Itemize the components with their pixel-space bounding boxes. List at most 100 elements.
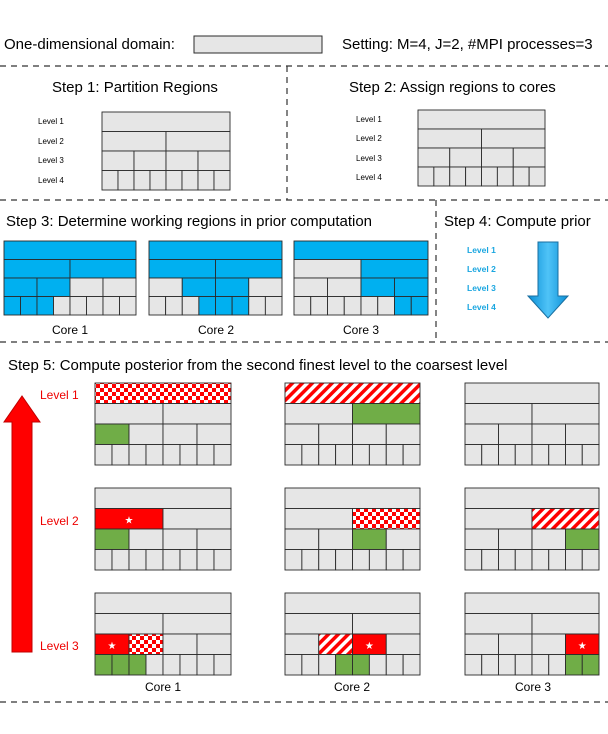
region-cell [3,277,38,297]
region-cell [464,613,533,635]
star-icon: ★ [125,515,134,526]
step3-core-3-label: Core 3 [343,323,379,337]
region-cell [512,166,530,187]
domain-label: One-dimensional domain: [4,36,175,53]
region-cell [465,166,482,187]
region-cell [352,508,421,530]
region-cell [531,423,566,445]
region-cell [148,240,283,260]
region-cell [581,444,600,466]
region-grids: ★ ★ ★ ★ [3,109,600,676]
region-cell [498,633,533,655]
region-cell [464,549,483,571]
region-cell [464,508,533,530]
star-icon: ★ [108,641,117,652]
region-cell [94,613,164,635]
up-arrow-icon [3,395,41,653]
region-cell [145,549,164,571]
region-cell [301,654,320,676]
region-cell [284,592,421,614]
region-cell [385,549,404,571]
region-cell [352,654,370,676]
region-cell [385,423,421,445]
region-cell [498,423,533,445]
region-cell [162,423,198,445]
region-cell [94,403,164,425]
region-cell [196,633,232,655]
region-cell [352,549,370,571]
region-cell [213,654,232,676]
region-cell [343,296,362,316]
region-cell [181,277,216,297]
step5-level-3-core-3-grid: ★ [464,592,600,676]
region-cell [94,528,130,550]
region-cell [498,654,516,676]
region-cell [318,633,353,655]
step2-title: Step 2: Assign regions to cores [349,79,556,96]
region-cell [385,654,404,676]
region-cell [133,150,167,171]
region-cell [284,444,303,466]
region-cell [196,528,232,550]
region-cell [327,277,362,297]
setting-text: Setting: M=4, J=2, #MPI processes=3 [342,36,593,53]
region-cell [531,549,550,571]
region-cell [3,296,21,316]
region-cell [548,444,566,466]
region-cell [162,508,232,530]
region-cell [284,528,320,550]
step4-level-4-label: Level 4 [467,302,496,312]
region-cell [69,259,137,279]
region-cell [284,508,353,530]
region-cell [293,259,362,279]
region-cell [293,240,429,260]
region-cell [86,296,104,316]
region-cell [284,487,421,509]
region-cell [318,423,353,445]
region-cell [385,444,404,466]
step1-level-1-label: Level 1 [38,117,64,126]
region-cell [213,444,232,466]
region-cell [20,296,38,316]
region-cell [179,444,198,466]
region-cell [464,654,483,676]
region-cell [111,549,130,571]
region-cell [301,444,320,466]
region-cell [565,423,600,445]
region-cell [128,633,164,655]
domain-bar [193,35,323,54]
region-cell [149,170,167,191]
region-cell [101,111,231,132]
down-arrow-icon [526,241,570,319]
region-cell [481,654,499,676]
region-cell [318,549,337,571]
region-cell [514,654,533,676]
region-cell [385,528,421,550]
region-cell [464,487,600,509]
star-icon: ★ [365,641,374,652]
step4-title: Step 4: Compute prior [444,213,591,230]
region-cell [284,633,320,655]
region-cell [402,654,421,676]
region-cell [162,549,181,571]
region-cell [181,170,199,191]
region-cell [449,166,467,187]
region-cell [464,423,499,445]
region-cell [215,259,283,279]
region-cell [512,147,546,168]
region-cell [394,277,429,297]
region-cell [481,444,499,466]
step5-title: Step 5: Compute posterior from the secon… [8,357,507,374]
region-cell [498,444,516,466]
region-cell [215,296,233,316]
region-cell [248,277,283,297]
region-cell [417,128,482,149]
region-cell [335,654,353,676]
region-cell [198,296,216,316]
step5-level-2-core-2-grid [284,487,421,571]
region-cell [284,403,353,425]
region-cell [464,403,533,425]
step5-level-2-core-3-grid [464,487,600,571]
region-cell [352,444,370,466]
